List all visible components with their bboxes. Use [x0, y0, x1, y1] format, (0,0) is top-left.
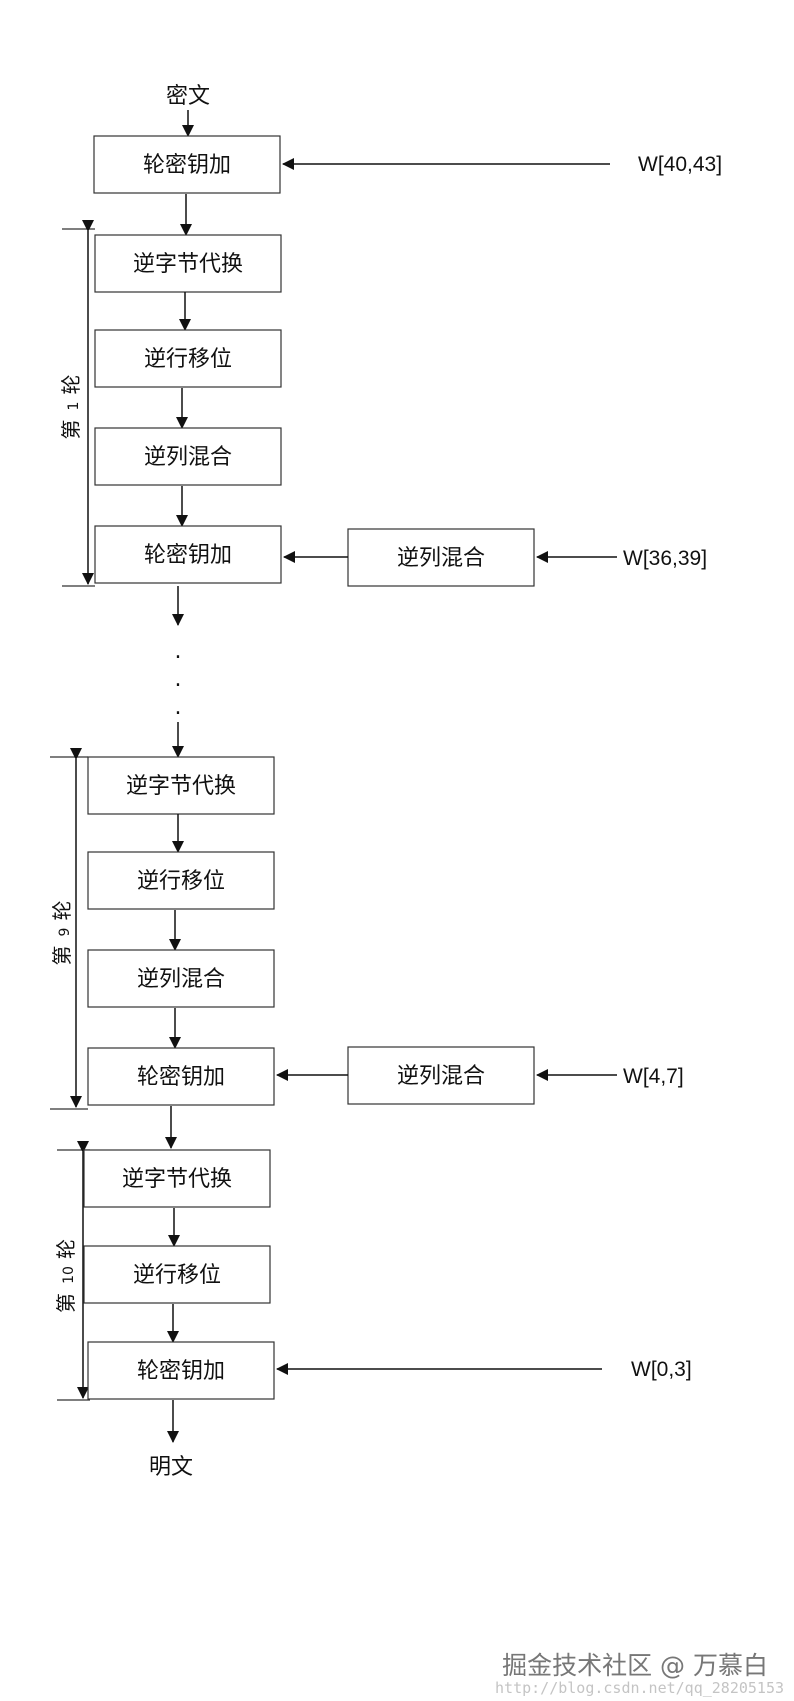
round10-add-round-key-label: 轮密钥加 [137, 1359, 225, 1384]
round9-inv-shift-rows-box: 逆行移位 [87, 851, 275, 910]
round9-label: 第 9 轮 [50, 900, 74, 965]
round10-inv-sub-bytes-label: 逆字节代换 [122, 1167, 232, 1192]
round10-inv-shift-rows-box: 逆行移位 [83, 1245, 271, 1304]
round9-add-round-key-box: 轮密钥加 [87, 1047, 275, 1106]
round1-inv-shift-rows-box: 逆行移位 [94, 329, 282, 388]
round1-key-mix-columns-box: 逆列混合 [347, 528, 535, 587]
round9-add-round-key-label: 轮密钥加 [137, 1065, 225, 1090]
input-label: 密文 [166, 84, 210, 109]
round1-add-round-key-box: 轮密钥加 [94, 525, 282, 584]
key-round1: W[36,39] [623, 547, 707, 570]
round9-inv-mix-columns-label: 逆列混合 [137, 967, 225, 992]
round9-inv-shift-rows-label: 逆行移位 [137, 869, 225, 894]
ellipsis-dot-2: . [175, 667, 182, 692]
round1-inv-shift-rows-label: 逆行移位 [144, 347, 232, 372]
svg-text:第 10 轮: 第 10 轮 [54, 1239, 78, 1313]
round1-inv-mix-columns-box: 逆列混合 [94, 427, 282, 486]
ellipsis-dot-3: . [175, 695, 182, 720]
round1-add-round-key-label: 轮密钥加 [144, 543, 232, 568]
round10-label: 第 10 轮 [54, 1239, 78, 1313]
round1-bracket [62, 220, 95, 587]
round9-inv-mix-columns-box: 逆列混合 [87, 949, 275, 1008]
round10-add-round-key-box: 轮密钥加 [87, 1341, 275, 1400]
svg-text:第 9 轮: 第 9 轮 [50, 900, 74, 965]
key-initial: W[40,43] [638, 153, 722, 176]
round9-bracket [50, 748, 88, 1110]
round1-key-mix-columns-label: 逆列混合 [397, 546, 485, 571]
initial-add-round-key-box: 轮密钥加 [93, 135, 281, 194]
key-round9: W[4,7] [623, 1065, 684, 1088]
key-round10: W[0,3] [631, 1358, 692, 1381]
watermark-url: http://blog.csdn.net/qq_28205153 [495, 1679, 784, 1697]
round9-key-mix-columns-label: 逆列混合 [397, 1064, 485, 1089]
round1-inv-mix-columns-label: 逆列混合 [144, 445, 232, 470]
svg-text:第 1 轮: 第 1 轮 [59, 374, 83, 439]
ellipsis-dot-1: . [175, 639, 182, 664]
round1-inv-sub-bytes-box: 逆字节代换 [94, 234, 282, 293]
output-label: 明文 [149, 1455, 193, 1480]
round1-inv-sub-bytes-label: 逆字节代换 [133, 252, 243, 277]
watermark-text: 掘金技术社区 @ 万慕白 [502, 1651, 768, 1680]
initial-add-round-key-label: 轮密钥加 [143, 153, 231, 178]
round10-inv-sub-bytes-box: 逆字节代换 [83, 1149, 271, 1208]
round9-inv-sub-bytes-box: 逆字节代换 [87, 756, 275, 815]
round9-inv-sub-bytes-label: 逆字节代换 [126, 774, 236, 799]
round1-label: 第 1 轮 [59, 374, 83, 439]
round10-inv-shift-rows-label: 逆行移位 [133, 1263, 221, 1288]
round9-key-mix-columns-box: 逆列混合 [347, 1046, 535, 1105]
